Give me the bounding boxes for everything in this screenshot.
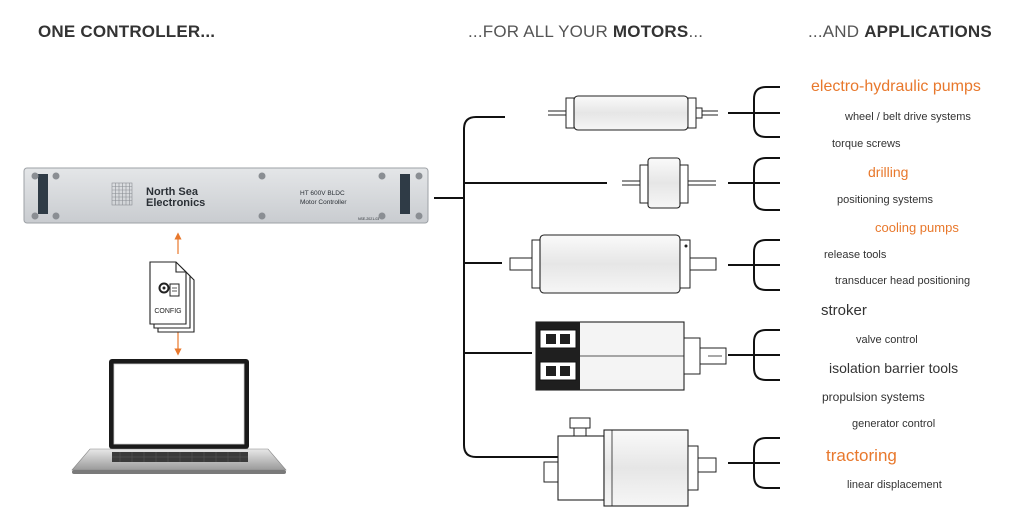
brand-line-1: North Sea bbox=[146, 186, 199, 198]
header-apps-bold: APPLICATIONS bbox=[864, 22, 992, 41]
application-forks bbox=[728, 86, 780, 489]
screw-icon bbox=[378, 212, 386, 220]
app-wheel-belt-drive: wheel / belt drive systems bbox=[845, 111, 971, 123]
header-motors-prefix: ...FOR ALL YOUR bbox=[468, 22, 613, 41]
motor-2-icon bbox=[622, 157, 716, 209]
fork-1 bbox=[728, 86, 780, 138]
model-line-1: HT 600V BLDC bbox=[300, 190, 345, 197]
motor-5-icon bbox=[543, 417, 717, 507]
header-controller-text: ONE CONTROLLER... bbox=[38, 22, 216, 41]
connection-tree bbox=[434, 116, 607, 458]
app-valve-control: valve control bbox=[856, 334, 918, 346]
brand-line-2: Electronics bbox=[146, 197, 205, 209]
app-propulsion-systems: propulsion systems bbox=[822, 390, 925, 404]
header-motors: ...FOR ALL YOUR MOTORS... bbox=[468, 22, 703, 42]
app-drilling: drilling bbox=[868, 164, 909, 180]
screw-icon bbox=[258, 172, 266, 180]
app-positioning-systems: positioning systems bbox=[837, 194, 933, 206]
fork-5 bbox=[728, 437, 780, 489]
app-release-tools: release tools bbox=[824, 249, 887, 261]
screw-icon bbox=[52, 212, 60, 220]
gear-icon bbox=[158, 282, 170, 294]
app-isolation-barrier-tools: isolation barrier tools bbox=[829, 360, 959, 376]
app-transducer-head-positioning: transducer head positioning bbox=[835, 275, 971, 287]
motor-3-icon bbox=[509, 234, 717, 294]
header-controller: ONE CONTROLLER... bbox=[38, 22, 215, 42]
config-label: CONFIG bbox=[154, 308, 181, 315]
app-electro-hydraulic-pumps: electro-hydraulic pumps bbox=[811, 78, 981, 95]
app-linear-displacement: linear displacement bbox=[847, 479, 942, 491]
header-applications: ...AND APPLICATIONS bbox=[808, 22, 992, 42]
app-stroker: stroker bbox=[821, 302, 867, 319]
app-generator-control: generator control bbox=[852, 418, 936, 430]
fork-2 bbox=[728, 157, 780, 211]
header-apps-prefix: ...AND bbox=[808, 22, 865, 41]
vent-grille-icon bbox=[111, 182, 133, 206]
app-cooling-pumps: cooling pumps bbox=[875, 220, 959, 235]
controller-unit: North Sea Electronics HT 600V BLDC Motor… bbox=[23, 167, 429, 224]
motor-1-icon bbox=[548, 95, 718, 131]
app-tractoring: tractoring bbox=[826, 446, 897, 465]
fork-4 bbox=[728, 329, 780, 381]
serial-label: NSE-2021-03 bbox=[358, 217, 379, 221]
config-file-icon: CONFIG bbox=[149, 261, 195, 333]
app-torque-screws: torque screws bbox=[832, 138, 901, 150]
header-motors-bold: MOTORS bbox=[612, 22, 689, 41]
header-motors-suffix: ... bbox=[688, 22, 704, 41]
model-line-2: Motor Controller bbox=[300, 199, 347, 206]
laptop-icon bbox=[71, 359, 287, 474]
motor-4-icon bbox=[535, 321, 727, 391]
fork-3 bbox=[728, 239, 780, 291]
screw-icon bbox=[258, 212, 266, 220]
screw-icon bbox=[52, 172, 60, 180]
screw-icon bbox=[378, 172, 386, 180]
